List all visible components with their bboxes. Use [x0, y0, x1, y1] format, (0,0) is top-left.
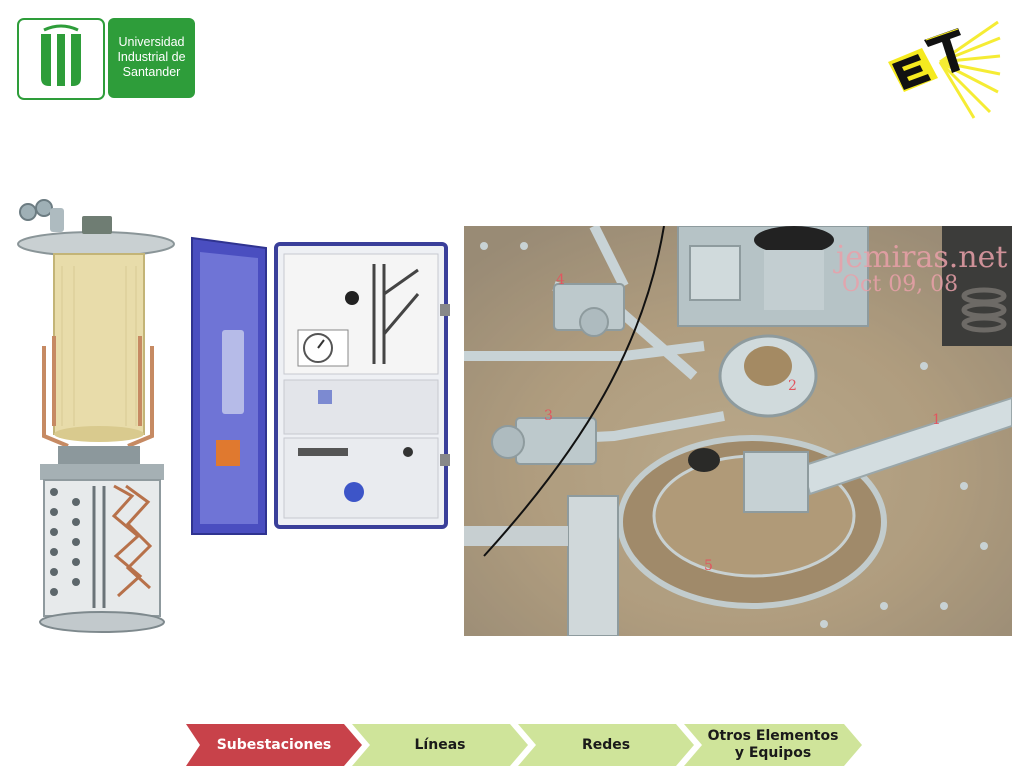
- uis-line-2: Industrial de: [117, 50, 186, 64]
- nav-subestaciones[interactable]: Subestaciones: [186, 724, 362, 766]
- nav-label-line-2: y Equipos: [734, 745, 812, 761]
- uis-logo: Universidad Industrial de Santander: [17, 18, 195, 100]
- nav-lineas[interactable]: Líneas: [352, 724, 528, 766]
- nav-chevron-shape: [518, 724, 694, 766]
- nav-label: Redes: [581, 736, 631, 753]
- nav-label: Subestaciones: [216, 736, 332, 753]
- part-label: 5: [704, 558, 713, 574]
- part-label: 2: [788, 378, 797, 394]
- nav-label-line-1: Otros Elementos: [707, 728, 839, 744]
- part-label: 1: [932, 412, 941, 428]
- nav-chevron-shape: [186, 724, 362, 766]
- nav-otros-elementos[interactable]: Otros Elementos y Equipos: [684, 724, 862, 766]
- uis-line-1: Universidad: [118, 35, 185, 49]
- tap-changer-photo: [14, 196, 180, 636]
- section-nav: Subestaciones Líneas Redes Otros Element…: [186, 724, 866, 766]
- nav-label: Otros Elementos y Equipos: [708, 728, 839, 762]
- nav-chevron-shape: [352, 724, 528, 766]
- transformer-tank-photo: jemiras.net Oct 09, 08 4 2 3 1 5: [464, 226, 1012, 636]
- et-sunburst-icon: [878, 18, 1002, 120]
- nav-label: Líneas: [414, 736, 466, 753]
- uis-line-3: Santander: [122, 65, 181, 79]
- control-cabinet-photo: [188, 234, 456, 537]
- nav-chevron-shape: [684, 724, 862, 766]
- watermark-domain: jemiras.net: [836, 240, 1008, 275]
- watermark-date: Oct 09, 08: [842, 272, 959, 297]
- uis-emblem-icon: [17, 18, 105, 100]
- uis-wordmark: Universidad Industrial de Santander: [108, 18, 195, 98]
- part-label: 3: [544, 408, 553, 424]
- part-label: 4: [556, 272, 565, 288]
- nav-redes[interactable]: Redes: [518, 724, 694, 766]
